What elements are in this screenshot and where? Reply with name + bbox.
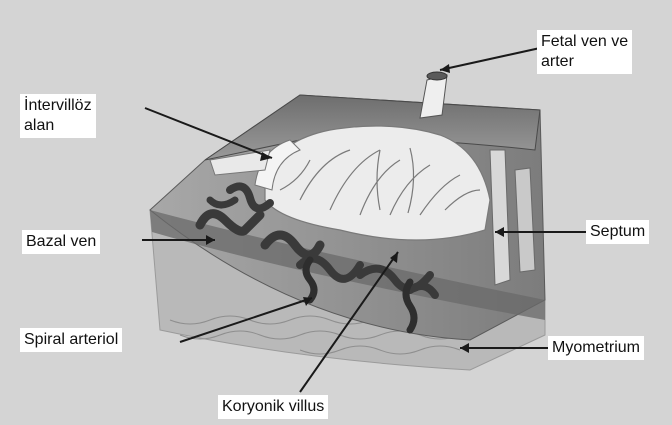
label-fetal-ven-ve-arter: Fetal ven ve arter [537, 30, 632, 74]
label-bazal-ven: Bazal ven [22, 230, 100, 254]
label-spiral-arteriol-text: Spiral arteriol [24, 330, 118, 350]
label-intervilloz-line2: alan [24, 116, 92, 136]
label-fetal-line2: arter [541, 52, 628, 72]
label-septum-text: Septum [590, 222, 645, 242]
leader-fetal [440, 48, 540, 70]
label-spiral-arteriol: Spiral arteriol [20, 328, 122, 352]
label-koryonik-villus-text: Koryonik villus [222, 397, 324, 417]
label-intervilloz-line1: İntervillöz [24, 96, 92, 116]
label-bazal-ven-text: Bazal ven [26, 232, 96, 252]
label-koryonik-villus: Koryonik villus [218, 395, 328, 419]
label-myometrium: Myometrium [548, 336, 644, 360]
label-myometrium-text: Myometrium [552, 338, 640, 358]
label-septum: Septum [586, 220, 649, 244]
label-fetal-line1: Fetal ven ve [541, 32, 628, 52]
label-intervilloz-alan: İntervillöz alan [20, 94, 96, 138]
umbilical-vessel [420, 72, 447, 118]
